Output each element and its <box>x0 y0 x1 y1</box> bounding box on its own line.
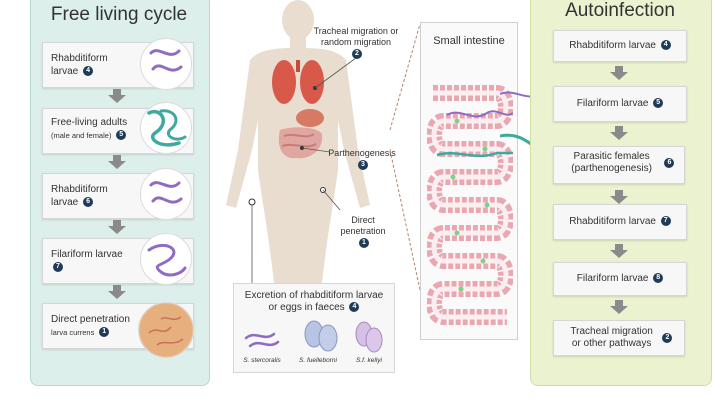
free-living-title: Free living cycle <box>50 4 188 25</box>
step-badge: 7 <box>53 262 63 273</box>
left-step-4-label: Filariform larvae <box>51 249 123 260</box>
step-badge: 5 <box>653 98 664 109</box>
free-living-adults-icon <box>140 102 192 154</box>
small-intestine-box: Small intestine <box>420 22 518 340</box>
right-step-2-label: Filariform larvae <box>576 98 649 109</box>
intestine-zoom-connector <box>389 23 421 291</box>
step-badge: 4 <box>349 302 360 313</box>
step-badge: 4 <box>83 66 94 77</box>
right-step-6-label: Tracheal migration or other pathways <box>570 326 653 349</box>
species-label-2: S. fuelleborni <box>299 357 337 364</box>
step-badge: 1 <box>99 327 110 338</box>
filariform-larvae-icon <box>140 233 192 285</box>
intestine-villi-illustration <box>427 85 513 325</box>
step-badge: 8 <box>653 273 664 284</box>
species-eggs-illustration <box>244 320 383 353</box>
step-badge: 6 <box>664 158 675 168</box>
excretion-label: Excretion of rhabditiform larvae or eggs… <box>244 290 384 313</box>
left-step-3-label: Rhabditiform larvae <box>51 184 108 208</box>
rhabditiform-larvae-icon <box>140 168 192 220</box>
excretion-box: Excretion of rhabditiform larvae or eggs… <box>233 283 395 373</box>
right-step-3: Parasitic females (parthenogenesis) 6 <box>553 146 685 184</box>
right-step-1-label: Rhabditiform larvae <box>569 40 656 51</box>
autoinfection-title: Autoinfection <box>565 0 675 21</box>
step-badge: 6 <box>83 197 94 208</box>
step-badge: 5 <box>116 130 127 141</box>
left-step-2-label: Free-living adults <box>51 117 128 128</box>
left-step-5-sub: larva currens <box>51 328 95 337</box>
right-step-1: Rhabditiform larvae 4 <box>553 30 687 62</box>
larva-currens-skin-icon <box>138 302 194 358</box>
step-badge: 1 <box>359 237 369 248</box>
left-step-2-sub: (male and female) <box>51 131 112 140</box>
right-step-5-label: Filariform larvae <box>576 273 649 284</box>
species-label-3: S.f. kellyi <box>355 357 382 364</box>
right-step-3-label: Parasitic females (parthenogenesis) <box>571 151 652 174</box>
right-step-6: Tracheal migration or other pathways 2 <box>553 320 685 356</box>
human-body-illustration <box>226 0 370 283</box>
right-step-5: Filariform larvae 8 <box>553 262 687 296</box>
right-step-4-label: Rhabditiform larvae <box>569 216 656 227</box>
small-intestine-label: Small intestine <box>433 35 505 47</box>
step-badge: 2 <box>352 48 362 59</box>
rhabditiform-larvae-icon <box>140 38 192 90</box>
step-badge: 2 <box>662 333 673 343</box>
step-badge: 4 <box>660 40 671 51</box>
left-step-5-label: Direct penetration <box>51 314 130 325</box>
right-step-2: Filariform larvae 5 <box>553 86 687 122</box>
right-step-4: Rhabditiform larvae 7 <box>553 204 687 240</box>
species-label-1: S. stercoralis <box>243 357 281 364</box>
step-badge: 3 <box>358 159 368 170</box>
left-step-1-label: Rhabditiform larvae <box>51 53 108 77</box>
step-badge: 7 <box>660 216 671 227</box>
